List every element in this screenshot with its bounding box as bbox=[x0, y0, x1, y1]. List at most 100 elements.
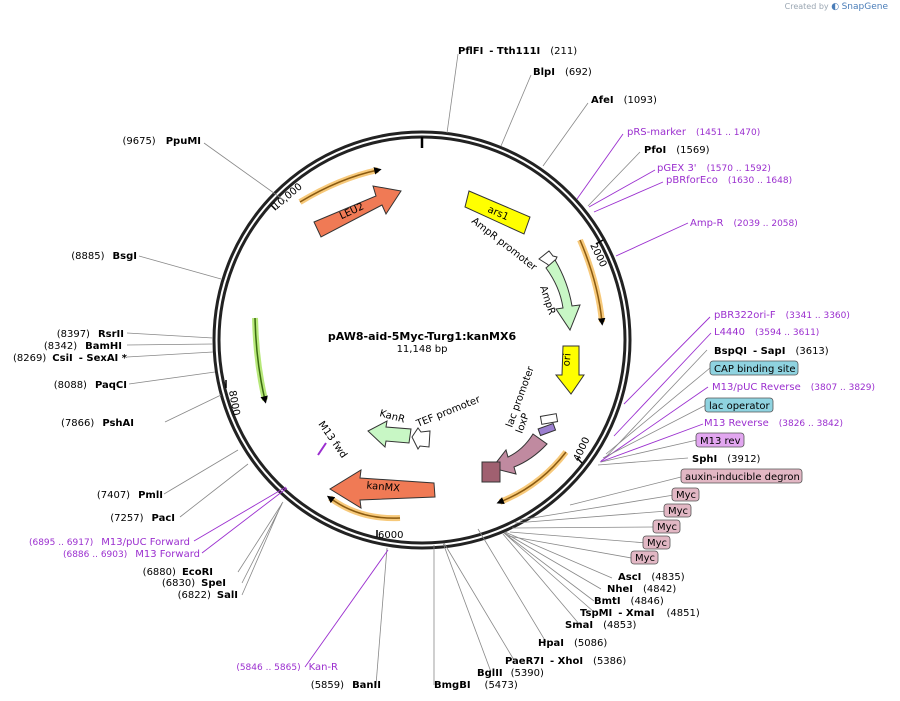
snapgene-brand-text: SnapGene bbox=[841, 2, 888, 12]
boxed-labels: CAP binding site lac operator M13 rev au… bbox=[630, 360, 803, 565]
leader-prs-marker bbox=[576, 133, 624, 200]
feature-kanmx: kanMX bbox=[329, 469, 436, 509]
leader-pgex3 bbox=[588, 169, 656, 208]
leader-pbr322ori-f bbox=[623, 316, 711, 405]
enzyme-ecori: (6880)EcoRI bbox=[143, 567, 213, 578]
enzyme-sphi: SphI(3912) bbox=[692, 454, 761, 465]
plasmid-length: 11,148 bp bbox=[397, 344, 448, 355]
tick-label-6000: 6000 bbox=[378, 530, 403, 541]
backbone-outer bbox=[212, 130, 632, 550]
feature-tef-promoter: TEF promoter bbox=[411, 394, 483, 450]
boxed-label-cap: CAP binding site bbox=[714, 364, 796, 375]
leader-pfoi bbox=[587, 151, 641, 207]
leader-amp-r bbox=[615, 222, 689, 257]
orf-arcs bbox=[252, 167, 606, 522]
enzyme-afei: AfeI(1093) bbox=[591, 95, 657, 106]
enzyme-pflfi: PflFI- Tth111I(211) bbox=[458, 46, 577, 57]
snapgene-credit: Created by ◐ SnapGene bbox=[785, 2, 888, 12]
leader-paqci bbox=[128, 371, 216, 385]
boxed-m13-rev: M13 rev bbox=[695, 432, 745, 448]
leader-pbrforeco bbox=[593, 181, 664, 213]
leader-pmli bbox=[163, 449, 239, 495]
primer-pbrforeco: pBRforEco(1630 .. 1648) bbox=[666, 175, 792, 186]
enzyme-spei: (6830)SpeI bbox=[162, 578, 226, 589]
leu2-orf-arc bbox=[298, 167, 379, 205]
enzyme-bmgbi: BmgBI(5473) bbox=[434, 680, 518, 691]
boxed-label-myc-2: Myc bbox=[668, 506, 688, 517]
feature-label-tef-promoter: TEF promoter bbox=[414, 394, 483, 430]
boxed-label-aid: auxin-inducible degron bbox=[685, 472, 800, 483]
feature-label-kanmx: kanMX bbox=[366, 481, 401, 495]
enzyme-paer7i: PaeR7I- XhoI(5386) bbox=[505, 656, 626, 667]
tick-label-4000: 4000 bbox=[572, 436, 593, 464]
boxed-myc-3: Myc bbox=[652, 519, 681, 534]
enzyme-bglii: BglII(5390) bbox=[477, 668, 544, 679]
leader-kan-r bbox=[304, 549, 389, 668]
feature-label-m13-fwd: M13 fwd bbox=[316, 419, 349, 460]
feature-ori: ori bbox=[554, 345, 585, 395]
feature-kanr: KanR bbox=[367, 408, 412, 449]
leader-m13puc-rev bbox=[600, 386, 709, 462]
features: LEU2 ars1 AmpR promoter AmpR ori lac pro… bbox=[313, 185, 585, 509]
tick-4000: 4000 bbox=[572, 436, 593, 464]
leader-lac-operator bbox=[602, 404, 707, 459]
leader-aid-fan bbox=[507, 476, 682, 560]
boxed-label-myc-3: Myc bbox=[657, 522, 677, 533]
enzyme-bsgi: (8885)BsgI bbox=[71, 251, 137, 262]
enzyme-bspqi: BspQI- SapI(3613) bbox=[714, 346, 829, 357]
enzyme-csii: (8269)CsiI- SexAI * bbox=[13, 353, 128, 364]
primer-kan-r: (5846 .. 5865)Kan-R bbox=[236, 662, 338, 673]
leader-asci-fan bbox=[502, 531, 613, 626]
enzyme-pmli: (7407)PmlI bbox=[97, 490, 163, 501]
primer-amp-r: Amp-R(2039 .. 2058) bbox=[690, 218, 798, 229]
feature-label-ampr: AmpR bbox=[537, 285, 557, 317]
enzyme-bmti: BmtI(4846) bbox=[594, 596, 664, 607]
leader-sali-fan bbox=[237, 501, 284, 596]
leader-paer7i bbox=[443, 542, 515, 661]
enzyme-banii: (5859)BanII bbox=[311, 680, 381, 691]
enzyme-paqci: (8088)PaqCI bbox=[54, 380, 127, 391]
leader-m13-forward bbox=[201, 487, 288, 554]
primer-prs-marker: pRS-marker(1451 .. 1470) bbox=[627, 127, 760, 138]
feature-m13-fwd: M13 fwd bbox=[316, 419, 349, 460]
tick-8000: 8000 bbox=[225, 380, 241, 417]
primer-m13-forward: (6886 .. 6903)M13 Forward bbox=[63, 549, 200, 560]
enzyme-blpi: BlpI(692) bbox=[533, 67, 592, 78]
boxed-aid: auxin-inducible degron bbox=[680, 468, 803, 484]
primer-pgex3: pGEX 3'(1570 .. 1592) bbox=[657, 163, 771, 174]
enzyme-asci: AscI(4835) bbox=[618, 572, 685, 583]
feature-label-ori: ori bbox=[561, 353, 573, 367]
snapgene-logo-icon: ◐ bbox=[831, 2, 840, 12]
leader-banii bbox=[375, 547, 388, 686]
boxed-label-myc-5: Myc bbox=[635, 553, 655, 564]
leader-blpi bbox=[500, 74, 532, 147]
enzyme-hpai: HpaI(5086) bbox=[538, 638, 607, 649]
leader-m13puc-fwd bbox=[193, 486, 287, 542]
leader-bsgi bbox=[138, 255, 222, 280]
enzyme-bamhi: (8342)BamHI bbox=[44, 341, 122, 352]
leader-csii-fan bbox=[126, 332, 214, 358]
leader-cap bbox=[605, 367, 711, 455]
enzyme-sali: (6822)SalI bbox=[178, 590, 238, 601]
enzyme-pshai: (7866)PshAI bbox=[61, 418, 134, 429]
enzyme-paci: (7257)PacI bbox=[110, 513, 175, 524]
green-orf-arc bbox=[252, 317, 268, 401]
leader-bglii bbox=[442, 542, 492, 673]
boxed-label-myc-4: Myc bbox=[647, 538, 667, 549]
boxed-cap-binding-site: CAP binding site bbox=[709, 360, 799, 376]
enzyme-smai: SmaI(4853) bbox=[565, 620, 636, 631]
boxed-label-m13-rev: M13 rev bbox=[700, 436, 741, 447]
leader-m13-reverse bbox=[599, 423, 704, 463]
feature-leader-lines bbox=[600, 367, 711, 463]
leader-hpai bbox=[477, 528, 547, 643]
boxed-label-lac-operator: lac operator bbox=[709, 401, 770, 412]
enzyme-labels: PflFI- Tth111I(211) BlpI(692) AfeI(1093)… bbox=[13, 46, 829, 691]
primer-l4440: L4440(3594 .. 3611) bbox=[714, 327, 819, 338]
feature-ars1: ars1 bbox=[464, 190, 531, 235]
primer-m13puc-reverse: M13/pUC Reverse(3807 .. 3829) bbox=[712, 382, 875, 393]
leader-lines bbox=[126, 53, 708, 686]
primer-m13puc-forward: (6895 .. 6917)M13/pUC Forward bbox=[29, 537, 190, 548]
leader-afei bbox=[542, 102, 589, 167]
boxed-lac-operator: lac operator bbox=[704, 397, 774, 413]
feature-lac-promoter: lac promoter bbox=[504, 364, 559, 429]
